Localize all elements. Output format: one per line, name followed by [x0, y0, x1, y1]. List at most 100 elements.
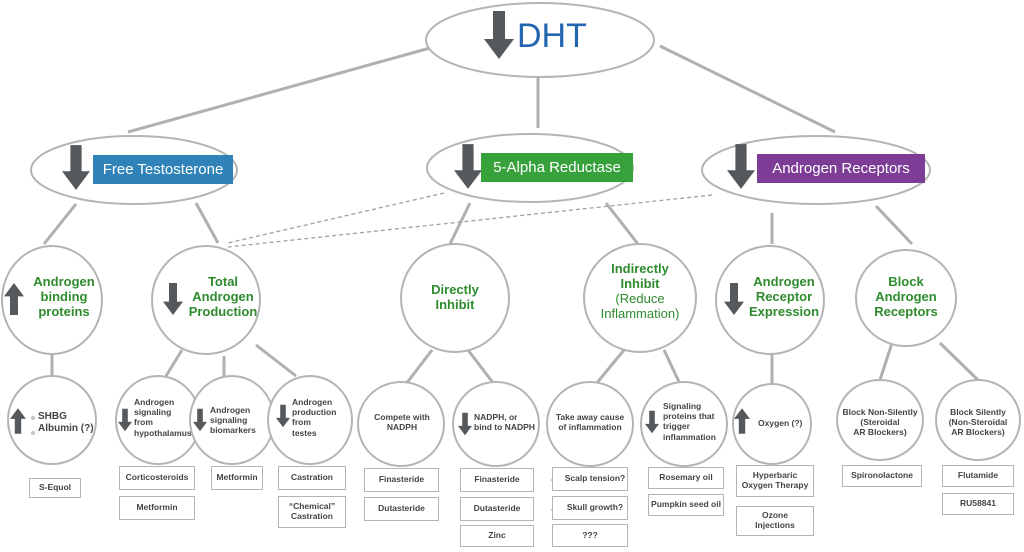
dutasteride-box-b: Dutasteride [460, 497, 534, 521]
castration-box: Castration [278, 466, 346, 490]
hypo-line-2: signaling [134, 407, 172, 418]
ozone-line-2: Injections [755, 520, 795, 530]
testes-circle [267, 375, 353, 465]
block-receptors-circle [855, 249, 957, 347]
nonsil-line-2: (Steroidal [860, 417, 900, 428]
indirect-inhibit-label: Indirectly Inhibit (Reduce Inflammation) [590, 261, 690, 322]
indirect-line-2: Inhibit [620, 275, 660, 291]
nonsil-line-1: Block Non-Silently [842, 407, 918, 417]
binding-proteins-label: Androgen binding proteins [26, 274, 102, 320]
root-label: DHT [517, 17, 587, 55]
chemical-castration-box: “Chemical” Castration [278, 496, 346, 528]
hypo-line-3: from [134, 417, 153, 428]
block-line-2: Androgen [875, 288, 937, 304]
indirect-line-1: Indirectly [611, 261, 669, 276]
cause-line-2: of inflammation [558, 422, 622, 433]
metformin-box-a: Metformin [119, 496, 195, 520]
dutasteride-box-a: Dutasteride [364, 497, 439, 521]
compete-circle [357, 381, 445, 467]
hyperbaric-oxygen-box: Hyperbaric Oxygen Therapy [736, 465, 814, 497]
oxygen-label: Oxygen (?) [758, 418, 803, 428]
direct-inhibit-label: Directly Inhibit [415, 282, 495, 313]
direct-inhibit-circle [400, 243, 510, 353]
inflammation-cause-label: Take away cause of inflammation [550, 412, 630, 432]
free-testosterone-tag: Free Testosterone [93, 155, 233, 184]
corticosteroids-box: Corticosteroids [119, 466, 195, 490]
hbot-line-1: Hyperbaric [752, 470, 798, 481]
signaling-proteins-circle [640, 381, 728, 467]
expr-line-1: Androgen [753, 274, 815, 289]
total-line-3: Production [188, 303, 258, 319]
compete-line-1: Compete with [374, 412, 430, 422]
bio-line-2: signaling [210, 415, 248, 426]
hypothalamus-label: Androgen signaling from hypothalamus [134, 397, 192, 438]
nadph-line-1: NADPH, or [474, 412, 518, 422]
expr-line-3: Expression [748, 303, 820, 319]
testes-line-4: testes [292, 427, 317, 438]
block-line-3: Receptors [874, 303, 938, 319]
alpha-reductase-tag: 5-Alpha Reductase [481, 153, 633, 182]
indirect-line-4: Inflammation) [600, 305, 680, 321]
binding-line-2: binding [40, 288, 88, 304]
shbg-circle [7, 375, 97, 465]
total-line-2: Androgen [192, 288, 254, 304]
indirect-inhibit-circle [583, 243, 697, 353]
sil-line-3: AR Blockers) [951, 427, 1005, 438]
sig-line-4: inflammation [663, 431, 716, 442]
chem-line-2: Castration [290, 511, 334, 521]
skull-growth-box: Skull growth? [552, 496, 628, 520]
sil-line-1: Block Silently [950, 407, 1006, 417]
non-silent-circle [836, 379, 924, 461]
silent-circle [935, 379, 1021, 461]
flutamide-box: Flutamide [942, 465, 1014, 487]
binding-line-1: Androgen [33, 274, 95, 289]
receptor-expression-circle [715, 245, 825, 355]
total-production-label: Total Androgen Production [183, 274, 263, 320]
shbg-label: SHBG Albumin (?) [38, 411, 94, 435]
block-line-1: Block [888, 274, 924, 289]
ozone-line-1: Ozone [762, 510, 788, 521]
direct-line-1: Directly [431, 282, 479, 297]
binding-proteins-circle [1, 245, 103, 355]
silent-label: Block Silently (Non-Steroidal AR Blocker… [937, 407, 1019, 438]
oxygen-circle [732, 383, 812, 465]
compete-label: Compete with NADPH [364, 412, 440, 432]
dashed-connectors [227, 192, 713, 248]
hypo-line-1: Androgen [134, 397, 175, 407]
connector-lines [42, 44, 980, 385]
unknown-box: ??? [552, 524, 628, 547]
androgen-receptors-tag: Androgen Receptors [757, 154, 925, 183]
bio-line-1: Androgen [210, 405, 251, 415]
sig-line-2: proteins that [663, 411, 715, 422]
total-production-circle [151, 245, 261, 355]
testes-line-1: Androgen [292, 397, 333, 407]
sig-line-3: trigger [663, 421, 690, 432]
non-silent-label: Block Non-Silently (Steroidal AR Blocker… [838, 407, 922, 438]
compete-line-2: NADPH [386, 422, 418, 433]
finasteride-box-a: Finasteride [364, 468, 439, 492]
scalp-tension-box: Scalp tension? [552, 467, 628, 491]
cause-line-1: Take away cause [555, 412, 625, 422]
binding-line-3: proteins [38, 303, 90, 319]
receptor-expression-label: Androgen Receptor Expression [744, 274, 824, 320]
albumin-text: Albumin (?) [38, 423, 94, 434]
testes-line-2: production [292, 407, 337, 418]
metformin-box-b: Metformin [211, 466, 263, 490]
expr-line-2: Receptor [755, 288, 813, 304]
rosemary-oil-box: Rosemary oil [648, 467, 724, 489]
nadph-label: NADPH, or bind to NADPH [474, 412, 535, 432]
signaling-proteins-label: Signaling proteins that trigger inflamma… [663, 401, 716, 442]
ozone-injections-box: Ozone Injections [736, 506, 814, 536]
direct-line-2: Inhibit [435, 296, 475, 312]
pumpkin-seed-oil-box: Pumpkin seed oil [648, 494, 724, 516]
nonsil-line-3: AR Blockers) [853, 427, 907, 438]
root-ellipse [425, 2, 655, 78]
testes-line-3: from [292, 417, 311, 428]
sil-line-2: (Non-Steroidal [948, 417, 1008, 428]
sig-line-1: Signaling [663, 401, 702, 411]
testes-label: Androgen production from testes [292, 397, 336, 438]
total-line-1: Total [207, 274, 239, 289]
biomarkers-label: Androgen signaling biomarkers [210, 405, 256, 436]
